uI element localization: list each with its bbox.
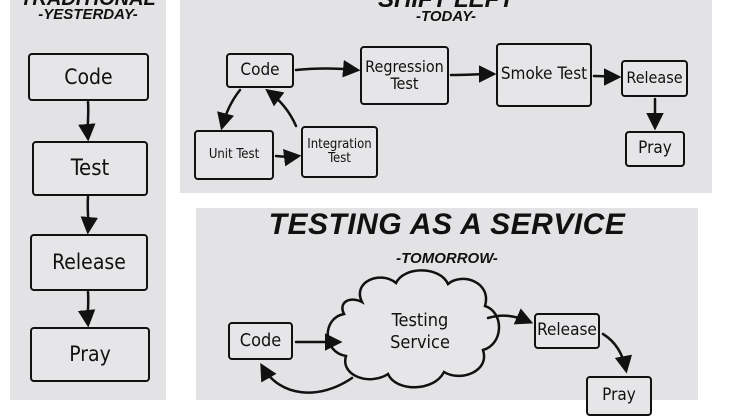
today-pray-box: Pray xyxy=(625,131,685,167)
tomorrow-arrow-service-code xyxy=(260,362,354,394)
tomorrow-subtitle: -TOMORROW- xyxy=(396,250,498,267)
today-arrow-integration-code xyxy=(265,88,298,128)
testing-service-label: Testing Service xyxy=(390,310,450,353)
diagram-connectors xyxy=(77,60,664,394)
yesterday-arrow-release-pray xyxy=(77,290,96,328)
tomorrow-release-box: Release xyxy=(534,313,600,349)
today-arrow-regression-smoke xyxy=(449,65,497,83)
today-subtitle: -TODAY- xyxy=(416,8,476,25)
today-heading: SHIFT LEFT xyxy=(180,0,712,14)
today-smoke-test-box: Smoke Test xyxy=(496,43,592,107)
tomorrow-code-box: Code xyxy=(228,322,293,360)
yesterday-release-box: Release xyxy=(30,234,148,291)
yesterday-test-box: Test xyxy=(32,141,148,196)
today-integration-test-box: Integration Test xyxy=(301,126,378,178)
yesterday-arrow-code-test xyxy=(78,100,96,142)
today-arrow-code-unit xyxy=(217,88,242,131)
today-arrow-code-regression xyxy=(294,60,361,78)
yesterday-arrow-test-release xyxy=(80,195,98,235)
today-code-box: Code xyxy=(226,53,294,88)
today-arrow-smoke-release xyxy=(592,68,622,86)
yesterday-heading: TRADITIONAL xyxy=(10,0,166,11)
yesterday-code-box: Code xyxy=(28,53,149,101)
today-arrow-unit-integration xyxy=(274,149,302,167)
tomorrow-arrow-service-release xyxy=(486,308,534,325)
yesterday-pray-box: Pray xyxy=(30,327,150,382)
today-unit-test-box: Unit Test xyxy=(194,130,274,180)
yesterday-subtitle: -YESTERDAY- xyxy=(38,6,138,23)
tomorrow-heading: TESTING AS A SERVICE xyxy=(268,208,626,241)
tomorrow-arrow-release-pray xyxy=(601,332,633,374)
today-regression-test-box: Regression Test xyxy=(360,46,449,105)
today-release-box: Release xyxy=(621,60,688,97)
